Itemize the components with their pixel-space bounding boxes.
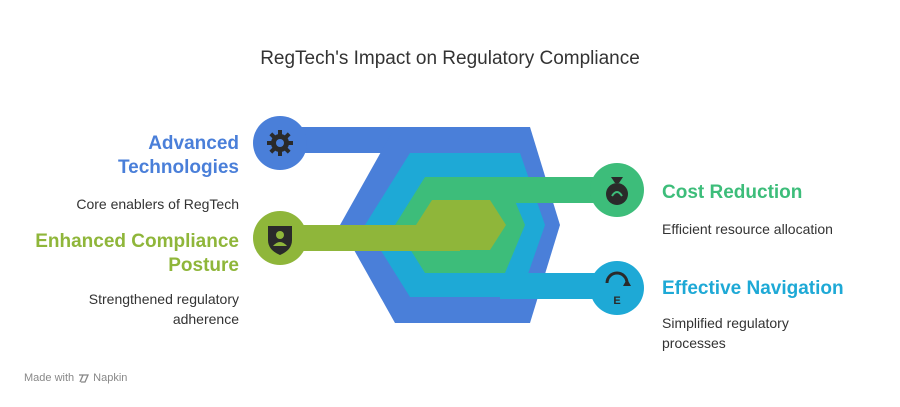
enhanced-compliance-flow [300,200,506,251]
money-bag-icon [606,177,628,205]
effective-navigation-description: Simplified regulatory processes [662,315,789,351]
made-with-napkin-footer[interactable]: Made with Napkin [24,372,127,384]
enhanced-compliance-label: Enhanced Compliance Posture [0,230,239,278]
advanced-technologies-node [253,116,307,170]
napkin-logo-icon [79,373,90,383]
cost-reduction-heading: Cost Reduction [662,182,803,203]
advanced-technologies-description: Core enablers of RegTech [76,196,239,212]
cost-reduction-description: Efficient resource allocation [662,221,833,237]
effective-navigation-label: Effective Navigation [662,277,892,301]
svg-text:E: E [613,295,620,307]
refresh-cycle-icon: E [605,271,631,307]
advanced-technologies-heading: Advanced Technologies [117,133,239,178]
page-title: RegTech's Impact on Regulatory Complianc… [260,48,640,69]
enhanced-compliance-heading: Enhanced Compliance Posture [35,231,239,276]
effective-navigation-heading: Effective Navigation [662,278,844,299]
enhanced-compliance-description: Strengthened regulatory adherence [88,291,239,327]
cost-reduction-label: Cost Reduction [662,181,892,205]
shield-person-icon [268,226,292,255]
gear-icon [267,130,293,156]
advanced-technologies-label: Advanced Technologies [0,132,239,180]
footer-prefix: Made with [24,372,75,384]
effective-navigation-node: E [590,261,644,315]
enhanced-compliance-node [253,211,307,265]
footer-brand: Napkin [93,372,128,384]
cost-reduction-node [590,163,644,217]
